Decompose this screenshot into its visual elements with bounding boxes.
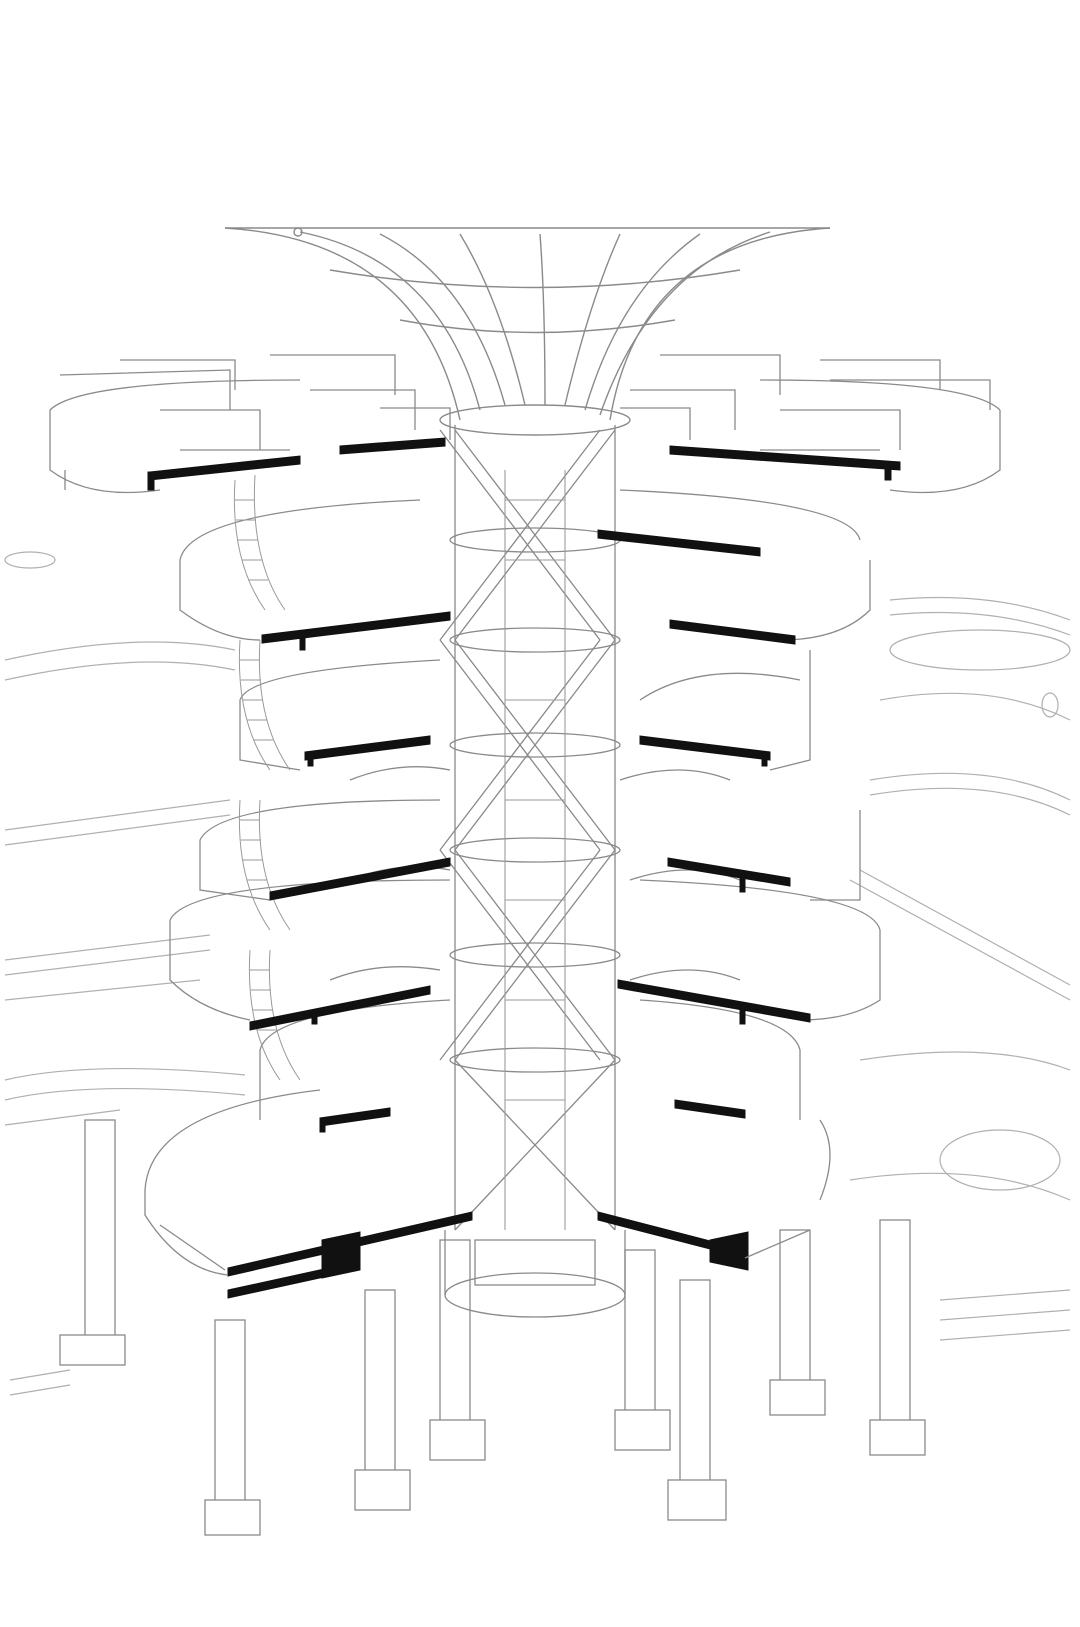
inner-cylinder-core xyxy=(504,470,566,1230)
central-diagrid-core xyxy=(439,425,621,1231)
surrounding-walkways xyxy=(4,551,1071,1396)
support-columns xyxy=(59,1119,926,1536)
section-cut-slabs xyxy=(147,437,901,1299)
circular-floor-level-roof xyxy=(49,354,1001,494)
roof-canopy-funnel xyxy=(224,227,831,436)
ground-entry-platform xyxy=(144,1089,831,1318)
